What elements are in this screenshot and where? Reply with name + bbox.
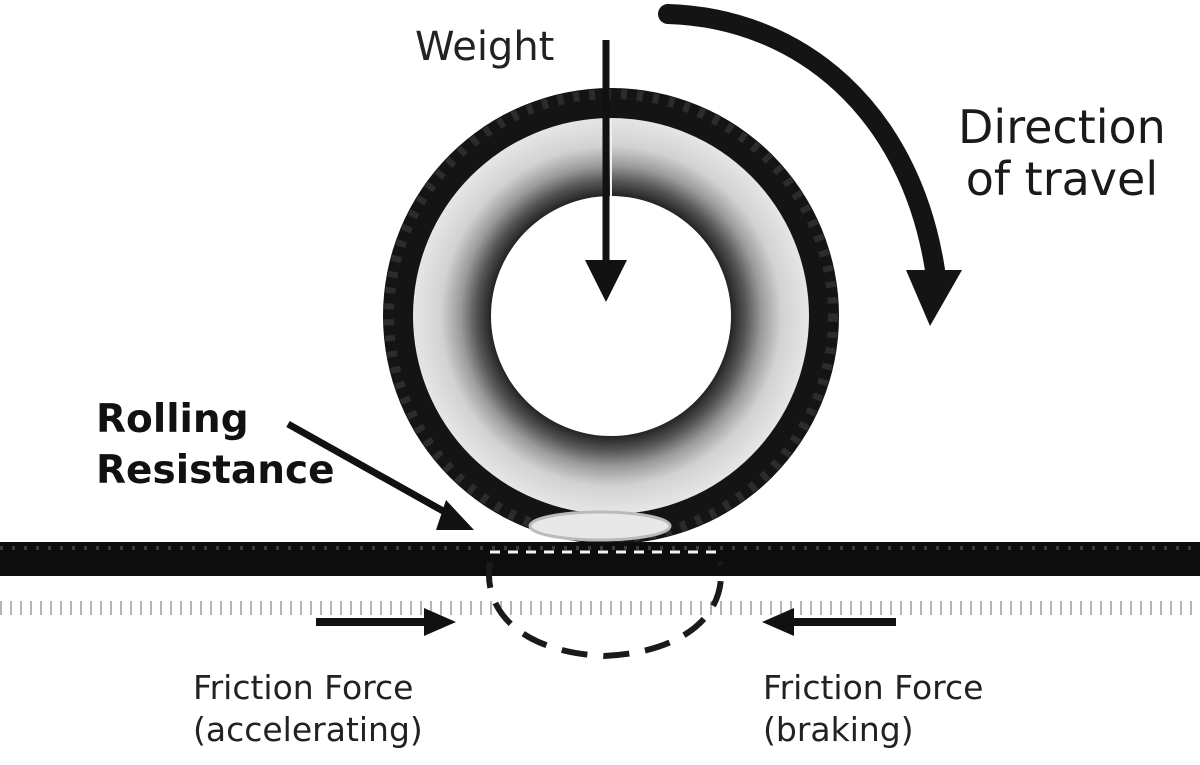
friction-braking-arrow bbox=[762, 608, 896, 636]
friction-force-accelerating-label: Friction Force (accelerating) bbox=[193, 667, 423, 751]
weight-label: Weight bbox=[415, 24, 555, 70]
rolling-label-line1: Rolling bbox=[96, 397, 249, 442]
friction-accelerating-arrow bbox=[316, 608, 456, 636]
tire bbox=[383, 88, 839, 544]
direction-label-line1: Direction bbox=[958, 100, 1166, 154]
tread-pattern bbox=[384, 89, 838, 543]
friction-brake-line2: (braking) bbox=[763, 710, 914, 750]
contact-patch bbox=[528, 510, 672, 542]
friction-brake-line1: Friction Force bbox=[763, 668, 984, 707]
direction-arrow bbox=[658, 4, 962, 326]
deformation-outline bbox=[485, 561, 725, 660]
rolling-resistance-label: Rolling Resistance bbox=[96, 395, 335, 496]
friction-accel-line2: (accelerating) bbox=[193, 710, 423, 750]
tire-rim-opening bbox=[491, 196, 731, 436]
direction-of-travel-label: Direction of travel bbox=[958, 100, 1166, 206]
rolling-label-line2: Resistance bbox=[96, 447, 335, 493]
weight-arrow bbox=[585, 40, 627, 302]
rolling-resistance-arrow bbox=[286, 420, 474, 530]
friction-force-braking-label: Friction Force (braking) bbox=[763, 667, 983, 751]
friction-accel-line1: Friction Force bbox=[193, 668, 414, 707]
direction-label-line2: of travel bbox=[965, 151, 1159, 206]
